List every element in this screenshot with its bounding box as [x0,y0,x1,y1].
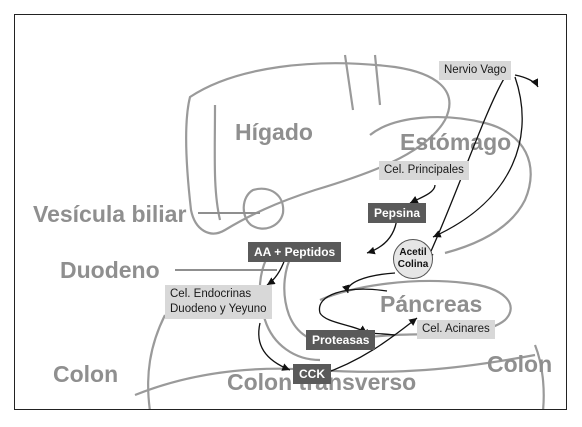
arrow-aa-to-endocrinas [267,259,285,285]
arrow-pepsina-to-aa [367,218,397,253]
organ-estomago: Estómago [400,129,511,155]
organ-vesicula: Vesícula biliar [33,201,186,227]
arrow-to-proteasas [319,289,387,333]
organ-pancreas: Páncreas [380,291,482,317]
arrow-endocrinas-to-cck [259,323,290,370]
arrow-principales-to-pepsina [410,185,435,203]
acetil-text: Acetil [399,247,426,259]
label-cel-endocrinas: Cel. Endocrinas Duodeno y Yeyuno [165,285,272,319]
label-pepsina: Pepsina [368,203,426,223]
label-cel-principales: Cel. Principales [379,161,469,180]
gallbladder-outline [244,189,283,229]
label-proteasas: Proteasas [306,330,375,350]
arrow-vago-loop [515,75,538,87]
diagram-frame: Hígado Estómago Vesícula biliar Duodeno … [14,14,567,410]
cel-endocrinas-line1: Cel. Endocrinas [170,287,267,302]
organ-duodeno: Duodeno [60,257,160,283]
arrow-vago-to-acetil [433,77,522,237]
label-acetil-colina: Acetil Colina [393,239,433,279]
ascending-colon-outline [148,315,165,410]
organ-colon-right: Colon [487,351,552,377]
organ-outlines [135,55,544,410]
liver-lobe-line [215,105,220,220]
cel-endocrinas-line2: Duodeno y Yeyuno [170,302,267,317]
organ-colon-left: Colon [53,361,118,387]
colina-text: Colina [398,259,429,271]
label-aa-peptidos: AA + Peptidos [248,242,341,262]
label-cel-acinares: Cel. Acinares [417,320,495,339]
label-cck: CCK [293,364,331,384]
organ-higado: Hígado [235,119,313,145]
label-nervio-vago: Nervio Vago [439,61,511,80]
